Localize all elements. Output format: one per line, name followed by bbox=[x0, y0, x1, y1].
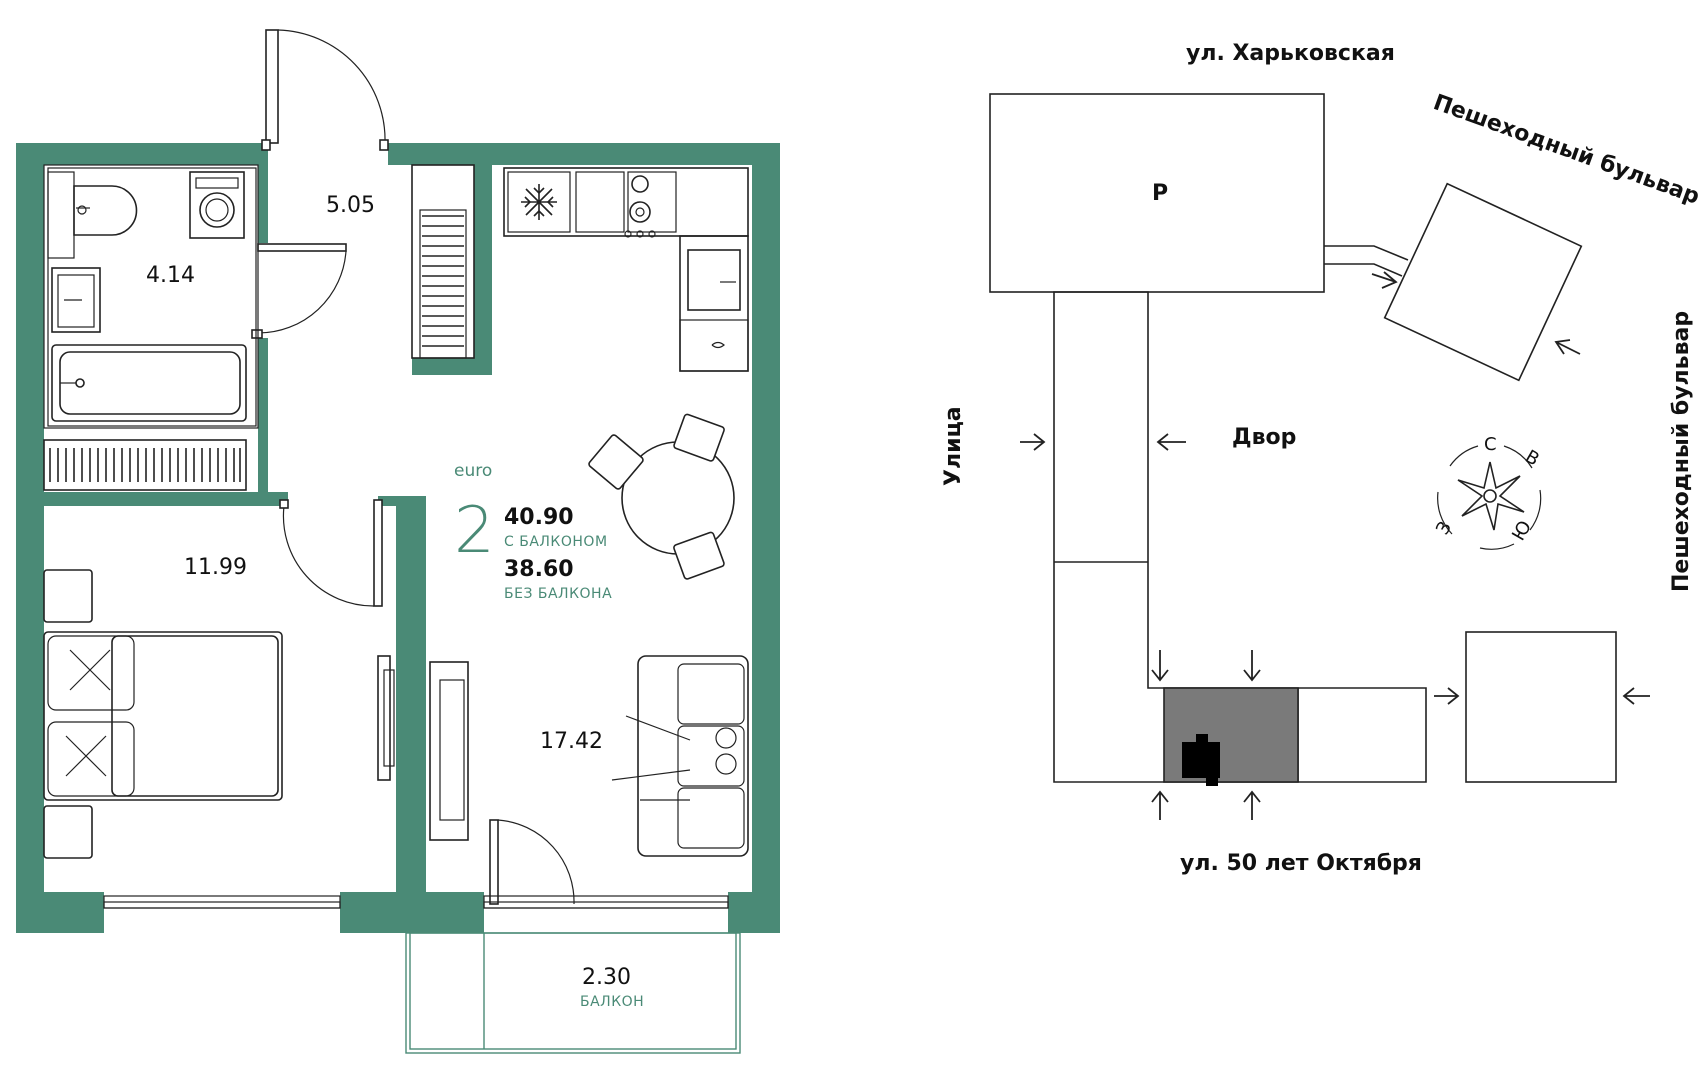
snowflake-icon bbox=[521, 184, 557, 220]
radiator-bedroom bbox=[43, 439, 247, 491]
walls bbox=[16, 143, 780, 933]
apartment-type: euro bbox=[454, 461, 492, 481]
arrow-icon bbox=[1622, 687, 1650, 705]
sofa bbox=[611, 655, 749, 857]
balcony-caption: БАЛКОН bbox=[580, 994, 644, 1010]
street-left: Улица bbox=[941, 406, 966, 486]
compass-south: Ю bbox=[1508, 517, 1536, 544]
bedroom-door bbox=[279, 499, 383, 607]
arrow-icon bbox=[1020, 433, 1046, 451]
bathroom-area: 4.14 bbox=[146, 263, 195, 288]
kitchen-unit bbox=[503, 167, 749, 372]
bed bbox=[43, 569, 283, 859]
arrows bbox=[1020, 271, 1650, 820]
street-bottom: ул. 50 лет Октября bbox=[1180, 851, 1422, 876]
area-with-balcony: 40.90 bbox=[504, 505, 574, 530]
floor-plan: 4.14 5.05 11.99 17.42 2.30 БАЛКОН euro 2… bbox=[16, 29, 780, 1054]
arrow-icon bbox=[1151, 650, 1169, 682]
bedroom-tv-stand bbox=[377, 655, 395, 781]
windows bbox=[103, 895, 729, 909]
bathroom-fixtures bbox=[43, 164, 259, 429]
boulevard-right: Пешеходный бульвар bbox=[1669, 311, 1694, 592]
entrance-door bbox=[261, 29, 389, 151]
balcony bbox=[405, 932, 741, 1054]
dining-table bbox=[588, 413, 735, 580]
arrow-icon bbox=[1243, 650, 1261, 682]
compass-rose-icon: С В Ю З bbox=[1432, 434, 1543, 550]
hallway-area: 5.05 bbox=[326, 193, 375, 218]
apartment-summary: euro 2 40.90 С БАЛКОНОМ 38.60 БЕЗ БАЛКОН… bbox=[454, 461, 612, 602]
bedroom-area: 11.99 bbox=[184, 555, 247, 580]
compass-north: С bbox=[1484, 434, 1497, 455]
arrow-icon bbox=[1243, 790, 1261, 820]
rooms-count: 2 bbox=[454, 494, 495, 568]
area-with-balcony-caption: С БАЛКОНОМ bbox=[504, 534, 608, 550]
area-without-balcony: 38.60 bbox=[504, 557, 574, 582]
arrow-icon bbox=[1156, 433, 1186, 451]
area-without-balcony-caption: БЕЗ БАЛКОНА bbox=[504, 586, 612, 602]
arrow-icon bbox=[1554, 339, 1581, 355]
entrance-marker-icon bbox=[1182, 734, 1220, 786]
yard-label: Двор bbox=[1232, 425, 1296, 450]
site-plan: ул. Харьковская Р Пешеходный бульвар Пеш… bbox=[941, 41, 1703, 876]
hallway-radiator bbox=[411, 164, 475, 359]
balcony-door bbox=[489, 819, 575, 905]
boulevard-top: Пешеходный бульвар bbox=[1430, 90, 1703, 210]
main-building bbox=[1053, 291, 1427, 783]
living-area: 17.42 bbox=[540, 729, 603, 754]
arrow-icon bbox=[1151, 790, 1169, 820]
street-top: ул. Харьковская bbox=[1186, 41, 1395, 66]
bathroom-door bbox=[251, 243, 347, 339]
living-tv-stand bbox=[429, 661, 469, 841]
compass-west: З bbox=[1432, 518, 1456, 538]
parking-building bbox=[989, 93, 1325, 293]
parking-label: Р bbox=[1152, 181, 1168, 206]
boulevard-building bbox=[1383, 182, 1583, 382]
arrow-icon bbox=[1434, 687, 1460, 705]
compass-east: В bbox=[1522, 446, 1543, 470]
right-building bbox=[1465, 631, 1617, 783]
balcony-area: 2.30 bbox=[582, 965, 631, 990]
arrow-icon bbox=[1371, 271, 1398, 289]
